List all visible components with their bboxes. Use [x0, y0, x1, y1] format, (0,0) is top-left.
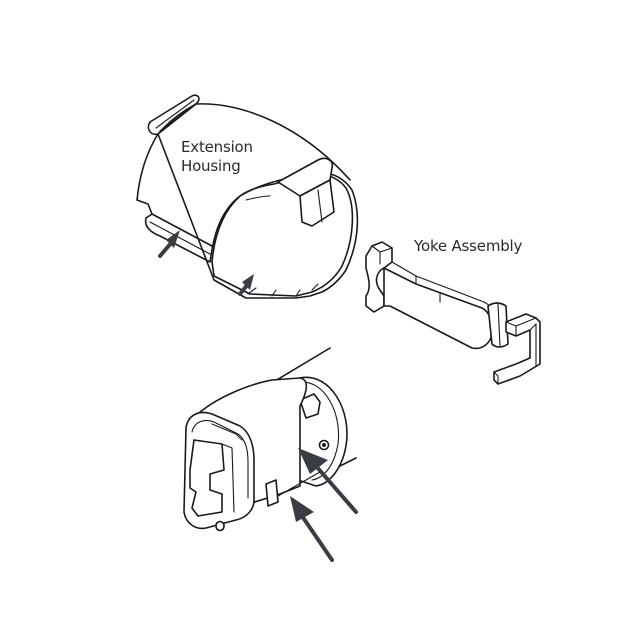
yoke-assembly-label: Yoke Assembly [414, 237, 523, 255]
arrow-assembled-upper [298, 448, 358, 514]
arrow-assembled-lower [290, 496, 334, 562]
assembled-view-drawing [183, 347, 357, 532]
arrow-housing-bottom [238, 274, 254, 296]
extension-housing-label-line2: Housing [181, 157, 241, 175]
extension-housing-label: Extension Housing [181, 138, 253, 176]
extension-housing-label-line1: Extension [181, 138, 253, 156]
arrow-housing-left [158, 230, 180, 258]
callout-arrows [158, 230, 358, 562]
yoke-assembly-drawing [365, 241, 541, 385]
extension-housing-drawing [136, 94, 359, 299]
